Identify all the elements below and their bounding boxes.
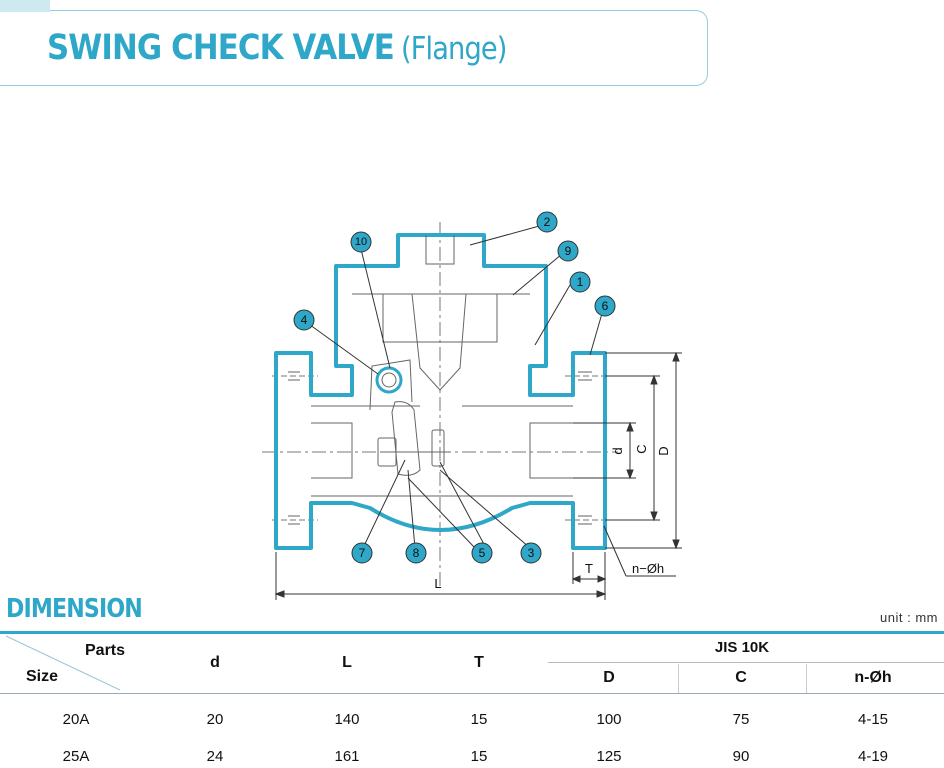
cell-L: 140 [334, 711, 360, 728]
jis-group-divider [548, 662, 944, 663]
title-main: SWING CHECK VALVE [47, 28, 395, 68]
header-L: L [342, 654, 352, 671]
callout-9-marker [557, 240, 579, 262]
cell-T: 15 [470, 748, 488, 765]
dim-label-D: D [656, 446, 671, 455]
dim-label-nh: n−Øh [632, 561, 664, 576]
header-d: d [210, 654, 220, 671]
header-C: C [735, 669, 747, 686]
dimension-heading: DIMENSION [6, 594, 143, 624]
callout-3-label: 3 [528, 546, 535, 560]
header-divider-dc [678, 664, 679, 693]
callout-9-label: 9 [565, 244, 572, 258]
header-size: Size [26, 668, 59, 685]
title-tab-decoration [0, 0, 50, 12]
table-header [0, 634, 944, 694]
header-divider-cnh [806, 664, 807, 693]
header-diagonal [5, 635, 121, 691]
callout-1-label: 1 [577, 275, 584, 289]
dim-label-T: T [585, 561, 593, 576]
callout-3-marker [520, 542, 542, 564]
cell-size: 25A [62, 748, 90, 765]
valve-body-outline [274, 233, 607, 550]
cell-C: 75 [732, 711, 750, 728]
callout-7-marker [351, 542, 373, 564]
callout-4-label: 4 [301, 313, 308, 327]
title-sub: (Flange) [400, 31, 508, 67]
page-title: SWING CHECK VALVE(Flange) [47, 28, 507, 68]
callout-8-marker [405, 542, 427, 564]
cell-nh: 4-15 [857, 711, 889, 728]
title-frame [0, 10, 708, 86]
dimension-lines [274, 351, 682, 600]
cell-C: 90 [732, 748, 750, 765]
header-parts: Parts [85, 642, 126, 659]
callout-2-label: 2 [544, 215, 551, 229]
header-bottom-rule [0, 693, 944, 694]
cell-size: 20A [62, 711, 90, 728]
callout-6-marker [594, 295, 616, 317]
unit-label: unit : mm [880, 610, 938, 625]
callout-4-marker [293, 309, 315, 331]
dim-label-L: L [434, 576, 441, 591]
valve-drawing: 1 2 3 4 5 6 7 8 9 10 d C D L [262, 211, 682, 600]
callout-2-marker [536, 211, 558, 233]
header-jis: JIS 10K [714, 639, 770, 656]
cell-nh: 4-19 [857, 748, 889, 765]
header-nh: n-Øh [854, 669, 892, 686]
dim-label-d: d [610, 447, 625, 454]
header-D: D [603, 669, 615, 686]
callout-7-label: 7 [359, 546, 366, 560]
callout-10-label: 10 [355, 236, 367, 248]
callout-markers [293, 211, 616, 564]
table-top-rule [0, 631, 944, 634]
cell-D: 125 [596, 748, 622, 765]
callout-5-marker [471, 542, 493, 564]
hinge-pin [375, 366, 403, 394]
callout-5-label: 5 [479, 546, 486, 560]
callout-6-label: 6 [602, 299, 609, 313]
cell-L: 161 [334, 748, 360, 765]
dim-label-C: C [634, 444, 649, 453]
callout-1-marker [569, 271, 591, 293]
valve-internals [288, 235, 592, 525]
cell-T: 15 [470, 711, 488, 728]
cell-d: 24 [206, 748, 224, 765]
header-T: T [474, 654, 484, 671]
callout-8-label: 8 [413, 546, 420, 560]
cell-D: 100 [596, 711, 622, 728]
leader-lines [305, 224, 604, 549]
cell-d: 20 [206, 711, 224, 728]
callout-10-marker [350, 231, 372, 253]
hinge-pin-inner [381, 372, 397, 388]
